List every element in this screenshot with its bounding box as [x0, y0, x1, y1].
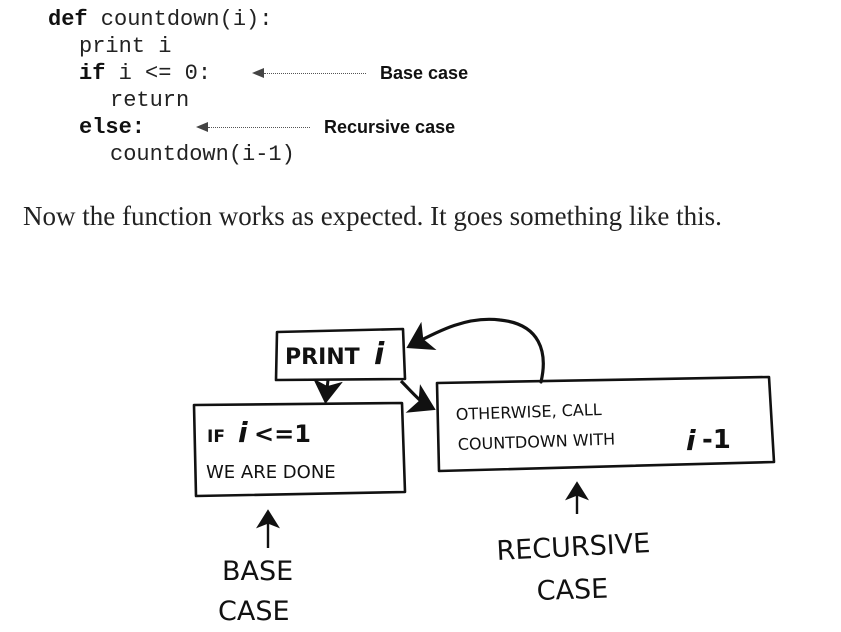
code-line-recursive-call: countdown(i-1) — [48, 141, 295, 168]
base-case-callout: Base case — [252, 60, 469, 87]
recursive-case-annotation: RECURSIVE CASE — [496, 481, 651, 607]
recursive-box-var: i — [686, 424, 696, 457]
code-line-return: return — [48, 87, 295, 114]
code-line-print: print i — [48, 33, 295, 60]
dotted-arrow-left-icon — [196, 121, 310, 132]
code-text: print i — [79, 34, 172, 59]
recursive-case-label: Recursive case — [324, 117, 456, 137]
code-keyword: if — [79, 61, 106, 86]
code-text: countdown(i-1) — [110, 142, 295, 167]
code-keyword: def — [48, 7, 88, 32]
base-case-annotation: BASE CASE — [218, 509, 293, 627]
base-case-label: Base case — [380, 63, 469, 83]
code-line-else: else: Recursive case — [48, 114, 455, 141]
base-box-if: IF — [207, 427, 225, 447]
dotted-arrow-left-icon — [252, 67, 366, 78]
recursive-annotation-line2: CASE — [536, 574, 609, 607]
recursive-box-otherwise: OTHERWISE, CALL — [455, 400, 602, 424]
print-box: PRINT i — [274, 327, 407, 382]
recursive-annotation-line1: RECURSIVE — [496, 528, 651, 567]
code-text: countdown(i): — [87, 7, 273, 32]
recursive-box-minus-one: -1 — [702, 425, 731, 455]
base-box-condition: <=1 — [254, 420, 311, 448]
code-listing: def countdown(i): print i if i <= 0: Bas… — [48, 6, 468, 168]
base-box-var: i — [238, 416, 248, 449]
arrow-to-base-case — [313, 378, 343, 404]
print-box-var: i — [374, 337, 385, 372]
code-text: i <= 0: — [105, 61, 212, 86]
recursive-case-box: OTHERWISE, CALL COUNTDOWN WITH i -1 — [435, 375, 776, 473]
base-case-box: IF i <=1 WE ARE DONE — [192, 401, 407, 498]
body-paragraph: Now the function works as expected. It g… — [23, 201, 722, 231]
recursive-case-callout: Recursive case — [196, 114, 456, 141]
code-text: return — [110, 88, 190, 113]
base-annotation-line1: BASE — [222, 556, 293, 587]
code-line-def: def countdown(i): — [48, 6, 295, 33]
code-keyword: else: — [79, 115, 146, 140]
loop-back-arrow — [406, 317, 545, 384]
base-box-done: WE ARE DONE — [206, 462, 336, 483]
code-line-if: if i <= 0: Base case — [48, 60, 468, 87]
arrow-to-recursive-case — [399, 379, 436, 413]
print-box-word: PRINT — [285, 345, 360, 370]
base-annotation-line2: CASE — [218, 596, 290, 627]
recursive-box-countdown: COUNTDOWN WITH — [457, 430, 615, 454]
